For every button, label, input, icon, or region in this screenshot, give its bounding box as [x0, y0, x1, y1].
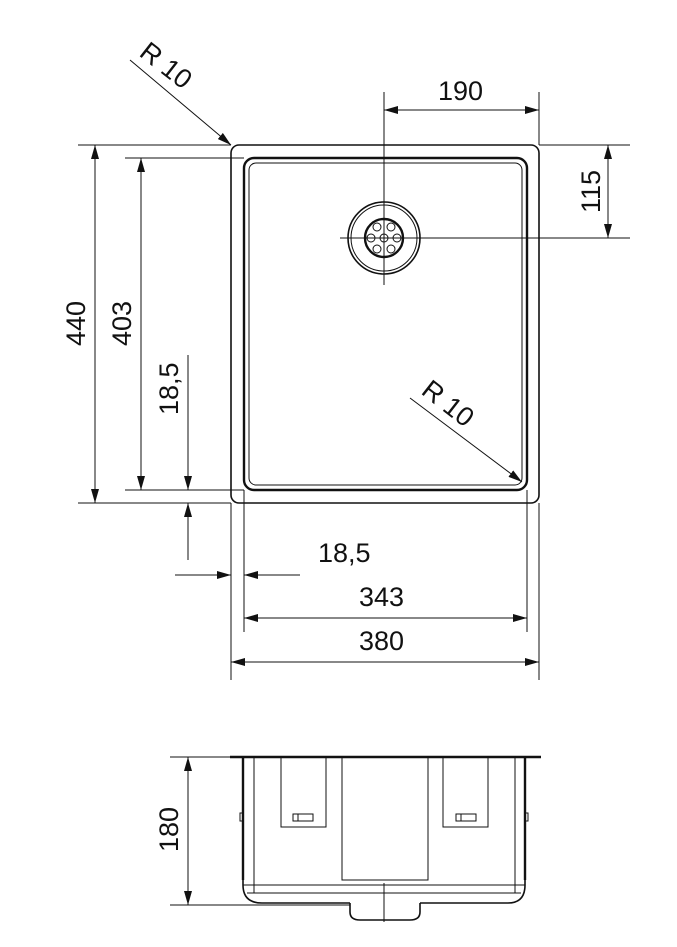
- bowl-outline: [242, 156, 529, 492]
- dim-drain-x: 190: [438, 76, 483, 106]
- center-panel: [341, 756, 429, 881]
- radius-label-top: R 10: [134, 36, 197, 95]
- dim-height: 180: [154, 807, 184, 852]
- dim-outer-depth: 440: [61, 301, 91, 346]
- side-view: 180: [154, 755, 541, 922]
- sink-outer-outline: [230, 144, 540, 504]
- mounting-bracket-left: [280, 756, 327, 828]
- dim-outer-width: 380: [359, 626, 404, 656]
- dim-inner-width: 343: [359, 582, 404, 612]
- dim-drain-y: 115: [576, 170, 606, 213]
- mounting-bracket-right: [442, 756, 489, 828]
- top-view: R 10 R 10 190 115 440 403 18,5 18,5 343 …: [61, 36, 630, 680]
- dim-rim-vertical: 18,5: [154, 362, 184, 415]
- radius-label-inner: R 10: [416, 374, 479, 433]
- drain-outlet: [349, 903, 421, 921]
- dim-rim-horizontal: 18,5: [318, 538, 371, 568]
- dim-inner-depth: 403: [107, 301, 137, 346]
